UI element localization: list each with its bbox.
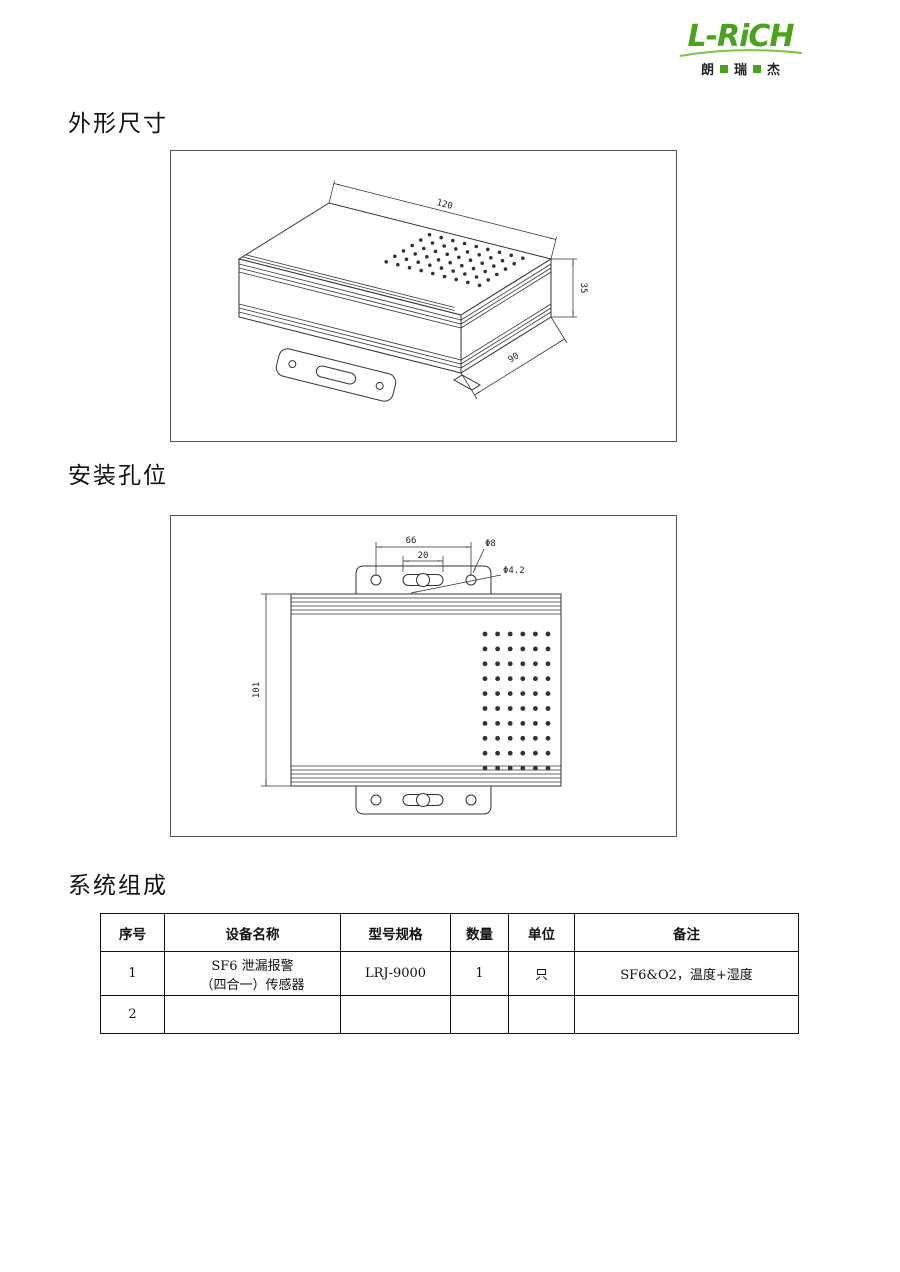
outline-drawing-frame: 120 35 90 [170, 150, 677, 442]
table-row: 1 SF6 泄漏报警 （四合一）传感器 LRJ-9000 1 只 SF6&O2，… [100, 951, 799, 996]
header-model: 型号规格 [340, 913, 451, 952]
dim-hole-large-label: Φ8 [485, 539, 496, 549]
table-header-row: 序号 设备名称 型号规格 数量 单位 备注 [100, 913, 799, 952]
speaker-hole-grid-front [482, 631, 551, 771]
dim-height-label: 35 [578, 283, 588, 294]
dimension-slot-length [402, 556, 444, 572]
green-square-icon [719, 64, 728, 73]
dim-length-label: 120 [435, 198, 453, 212]
brand-wordmark: L-RiCH [687, 19, 794, 54]
section-title-outline: 外形尺寸 [68, 111, 168, 137]
top-mounting-tab [355, 565, 492, 595]
header-quantity: 数量 [450, 913, 509, 952]
mounting-bracket [275, 348, 397, 402]
mounting-drawing: 66 20 Φ8 Φ4.2 101 [252, 536, 562, 815]
header-device-name: 设备名称 [164, 913, 341, 952]
table-row: 2 [100, 995, 799, 1034]
cell-unit: 只 [508, 951, 575, 996]
leader-hole-large [472, 548, 485, 574]
dim-hole-small-label: Φ4.2 [503, 566, 525, 576]
section-title-system: 系统组成 [68, 873, 168, 899]
brand-char: 朗 [700, 63, 714, 78]
dimension-height [551, 258, 577, 318]
outline-drawing: 120 35 90 [237, 180, 588, 402]
dim-hole-spacing-label: 66 [406, 536, 417, 546]
cell-remarks [574, 995, 799, 1034]
top-fins-front [291, 597, 561, 615]
brand-char: 瑞 [733, 63, 747, 78]
cell-model [340, 995, 451, 1034]
cell-quantity [450, 995, 509, 1034]
device-body-front [290, 593, 562, 787]
dimension-body-height [261, 593, 291, 787]
cell-remarks: SF6&O2，温度+湿度 [574, 951, 799, 996]
header-remarks: 备注 [574, 913, 799, 952]
brand-logo: L-RiCH 朗 瑞 杰 [668, 22, 813, 78]
brand-subtitle: 朗 瑞 杰 [668, 59, 813, 78]
front-fins [238, 263, 462, 369]
system-composition-table: 序号 设备名称 型号规格 数量 单位 备注 1 SF6 泄漏报警 （四合一）传感… [100, 913, 799, 1034]
green-square-icon [753, 64, 761, 73]
dimension-hole-spacing [375, 542, 472, 576]
cell-model: LRJ-9000 [340, 951, 451, 996]
side-fins [460, 263, 552, 369]
brand-char: 杰 [767, 63, 781, 78]
dimension-depth [460, 316, 568, 400]
leader-hole-small [410, 574, 502, 594]
header-unit: 单位 [508, 913, 575, 952]
cell-device-name: SF6 泄漏报警 （四合一）传感器 [164, 951, 341, 996]
cell-device-name [164, 995, 341, 1034]
bottom-mounting-tab [355, 785, 492, 815]
dimension-length [328, 180, 557, 260]
header-serial: 序号 [100, 913, 165, 952]
dim-depth-label: 90 [507, 351, 521, 365]
cell-serial: 2 [100, 995, 165, 1034]
top-edge-fins [242, 254, 455, 311]
dim-body-height-label: 101 [252, 682, 262, 698]
cell-quantity: 1 [450, 951, 509, 996]
logo-swoosh-icon [679, 49, 802, 57]
mounting-drawing-frame: 66 20 Φ8 Φ4.2 101 [170, 515, 677, 837]
dim-slot-length-label: 20 [418, 551, 429, 561]
cell-unit [508, 995, 575, 1034]
bottom-fins-front [291, 765, 561, 783]
section-title-mounting: 安装孔位 [68, 463, 168, 489]
cell-serial: 1 [100, 951, 165, 996]
